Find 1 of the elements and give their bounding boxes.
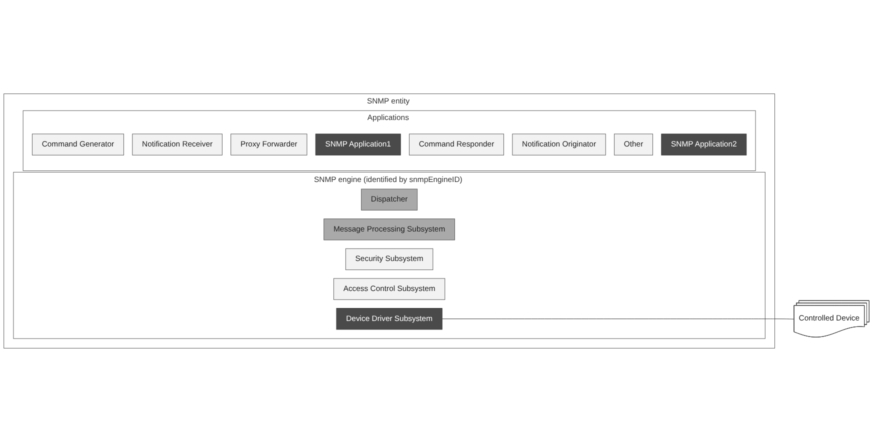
connector — [442, 318, 794, 320]
